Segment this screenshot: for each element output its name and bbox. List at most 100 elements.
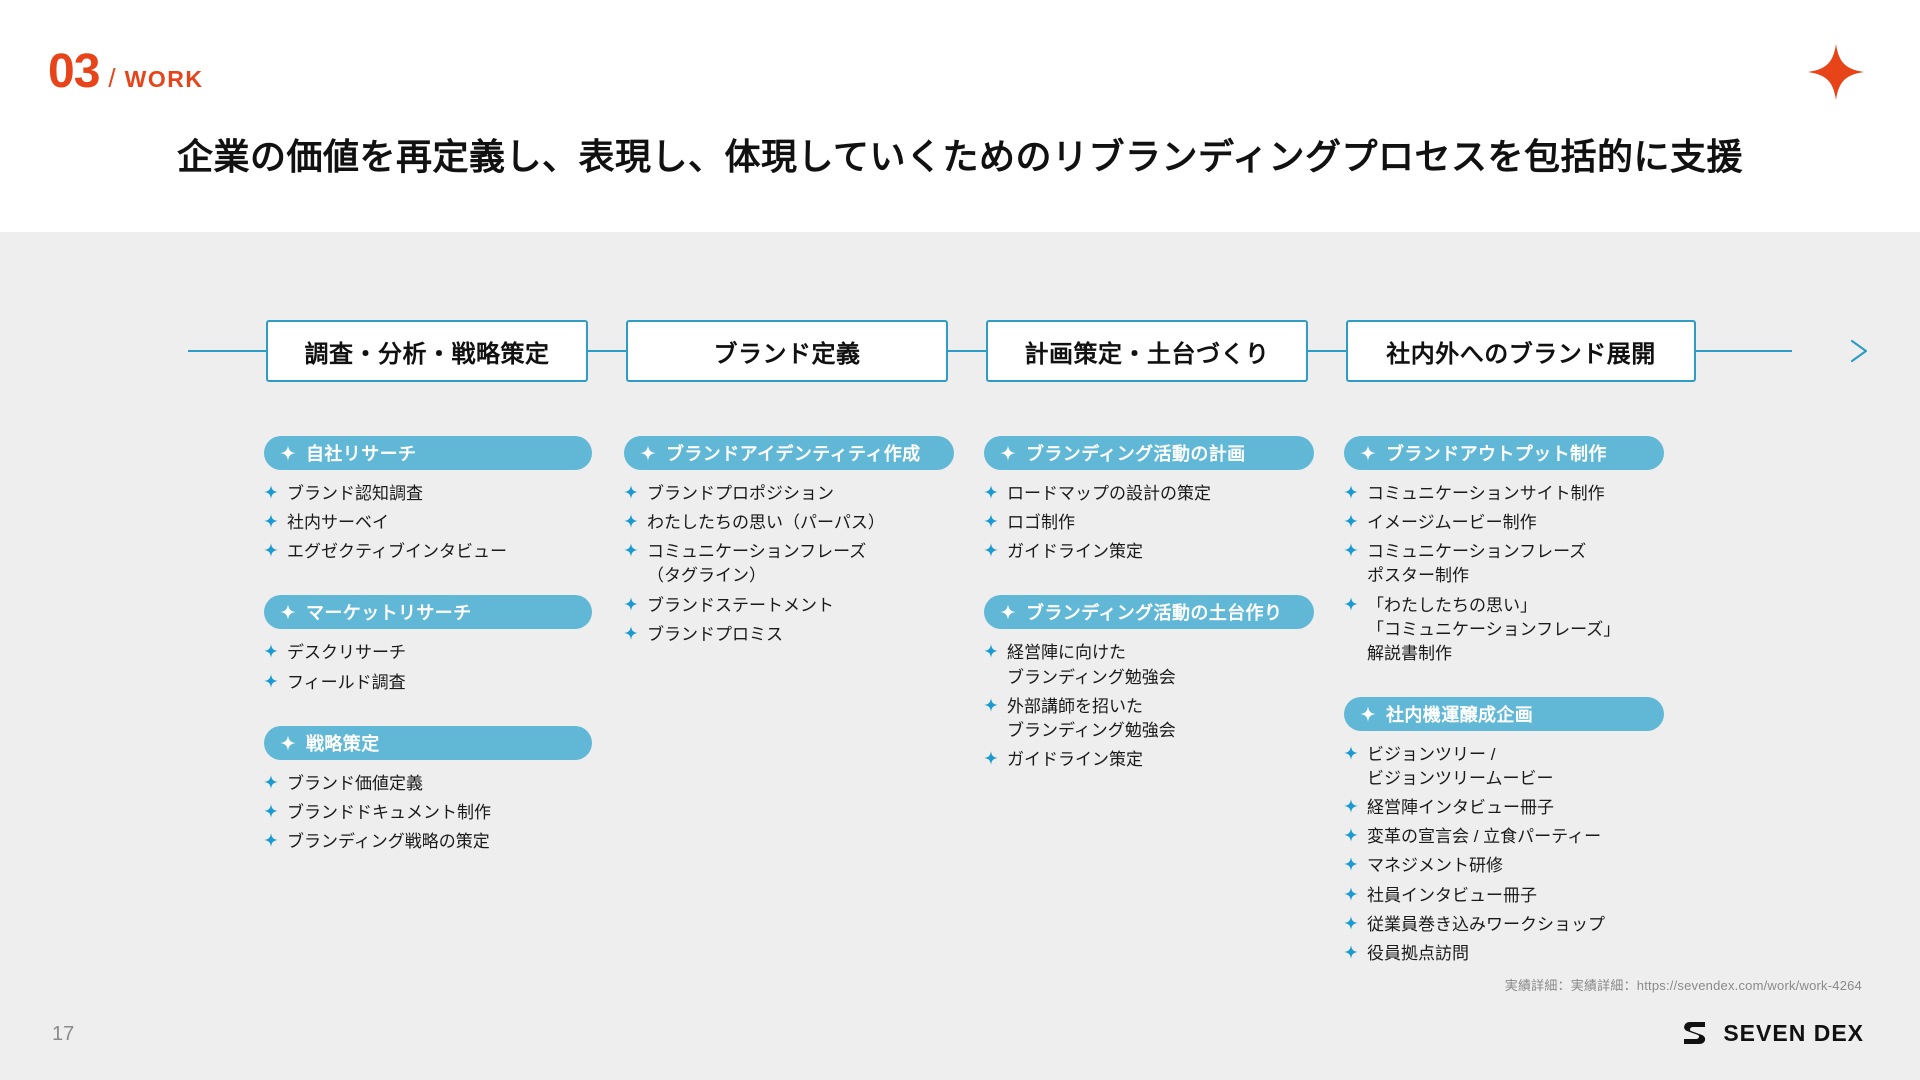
list-item[interactable]: わたしたちの思い（パーパス）	[624, 511, 954, 535]
list-item-label: ブランド価値定義	[287, 773, 423, 793]
list-item[interactable]: 経営陣インタビュー冊子	[1344, 796, 1664, 820]
sparkle-bullet-icon	[984, 697, 998, 712]
list-item[interactable]: フィールド調査	[264, 671, 592, 695]
group-header[interactable]: ブランディング活動の計画	[984, 436, 1314, 470]
group-header[interactable]: 自社リサーチ	[264, 436, 592, 470]
sparkle-bullet-icon	[1344, 485, 1358, 499]
list-item[interactable]: コミュニケーションサイト制作	[1344, 482, 1664, 506]
list-item[interactable]: 社内サーベイ	[264, 511, 592, 535]
process-flow: 調査・分析・戦略策定 ブランド定義 計画策定・土台づくり 社内外へのブランド展開	[0, 320, 1920, 382]
list-item-label: 社内サーベイ	[287, 513, 389, 533]
sparkle-bullet-icon	[624, 596, 638, 611]
list-item-label: エグゼクティブインタビュー	[287, 542, 507, 562]
list-item-label: わたしたちの思い（パーパス）	[647, 513, 885, 533]
sparkle-bullet-icon	[280, 445, 296, 461]
sparkle-bullet-icon	[1344, 915, 1358, 930]
group-header[interactable]: 戦略策定	[264, 725, 592, 760]
group-item-list: ブランドプロポジションわたしたちの思い（パーパス） コミュニケーションフレーズ （…	[624, 482, 954, 647]
sparkle-bullet-icon	[1344, 514, 1358, 528]
list-item[interactable]: ブランドステートメント	[624, 594, 954, 618]
list-item[interactable]: デスクリサーチ	[264, 641, 592, 665]
list-item[interactable]: 社員インタビュー冊子	[1344, 884, 1664, 908]
list-item-label: フィールド調査	[287, 672, 406, 692]
group-header[interactable]: ブランドアウトプット制作	[1344, 436, 1664, 470]
flow-connector-end	[1696, 350, 1792, 352]
reference-note: 実績詳細：実績詳細：https://sevendex.com/work/work…	[1504, 978, 1862, 993]
flow-arrow-icon	[1850, 339, 1868, 363]
group-spacer	[1344, 671, 1664, 697]
sparkle-bullet-icon	[640, 445, 656, 461]
list-item[interactable]: 変革の宣言会 / 立食パーティー	[1344, 825, 1664, 849]
group-item-list: ブランド価値定義ブランドドキュメント制作ブランディング戦略の策定	[264, 772, 592, 854]
list-item[interactable]: コミュニケーションフレーズ ポスター制作	[1344, 540, 1664, 588]
list-item[interactable]: ロゴ制作	[984, 511, 1314, 535]
group-header[interactable]: マーケットリサーチ	[264, 595, 592, 630]
column-brand-definition: ブランドアイデンティティ作成ブランドプロポジションわたしたちの思い（パーパス） コ…	[624, 436, 954, 652]
section-label: WORK	[124, 66, 204, 92]
list-item-label: コミュニケーションサイト制作	[1367, 484, 1605, 503]
list-item[interactable]: ブランド認知調査	[264, 482, 592, 506]
sparkle-bullet-icon	[280, 734, 296, 751]
list-item[interactable]: ガイドライン策定	[984, 540, 1314, 564]
group-spacer	[984, 569, 1314, 595]
list-item-label: 外部講師を招いた ブランディング勉強会	[1007, 696, 1176, 740]
list-item-label: 変革の宣言会 / 立食パーティー	[1367, 827, 1602, 847]
list-item[interactable]: コミュニケーションフレーズ （タグライン）	[624, 540, 954, 588]
group-spacer	[264, 569, 592, 595]
column-research-strategy: 自社リサーチブランド認知調査社内サーベイエグゼクティブインタビューマーケットリサ…	[264, 436, 592, 859]
flow-step-3[interactable]: 計画策定・土台づくり	[986, 320, 1308, 382]
sparkle-bullet-icon	[984, 514, 998, 528]
list-item-label: ブランド認知調査	[287, 484, 423, 503]
list-item-label: ロゴ制作	[1007, 513, 1075, 533]
list-item[interactable]: マネジメント研修	[1344, 854, 1664, 878]
group-item-list: コミュニケーションサイト制作イメージムービー制作コミュニケーションフレーズ ポス…	[1344, 482, 1664, 666]
list-item-label: ブランドプロポジション	[647, 484, 834, 503]
list-item[interactable]: ブランドプロミス	[624, 623, 954, 647]
flow-step-1[interactable]: 調査・分析・戦略策定	[266, 320, 588, 382]
list-item-label: マネジメント研修	[1367, 856, 1503, 876]
list-item[interactable]: 「わたしたちの思い」 「コミュニケーションフレーズ」 解説書制作	[1344, 594, 1664, 666]
group: ブランドアウトプット制作コミュニケーションサイト制作イメージムービー制作コミュニ…	[1344, 436, 1664, 666]
list-item[interactable]: ブランド価値定義	[264, 772, 592, 796]
brand-name: SEVEN DEX	[1723, 1019, 1864, 1046]
list-item-label: イメージムービー制作	[1367, 513, 1537, 533]
list-item-label: 従業員巻き込みワークショップ	[1367, 914, 1605, 934]
section-separator: /	[108, 63, 116, 93]
list-item[interactable]: ブランドプロポジション	[624, 482, 954, 506]
list-item-label: ビジョンツリー / ビジョンツリームービー	[1367, 744, 1554, 788]
list-item[interactable]: ロードマップの設計の策定	[984, 482, 1314, 506]
list-item[interactable]: ブランディング戦略の策定	[264, 830, 592, 854]
sparkle-bullet-icon	[624, 514, 638, 528]
flow-connector-2-3	[948, 350, 986, 352]
list-item[interactable]: ブランドドキュメント制作	[264, 801, 592, 825]
list-item[interactable]: イメージムービー制作	[1344, 511, 1664, 535]
page-number: 17	[52, 1023, 75, 1045]
flow-step-4[interactable]: 社内外へのブランド展開	[1346, 320, 1696, 382]
list-item-label: ブランドドキュメント制作	[287, 802, 491, 822]
sparkle-bullet-icon	[984, 485, 998, 499]
group-header-label: 戦略策定	[306, 733, 380, 754]
flow-step-2[interactable]: ブランド定義	[626, 320, 948, 382]
group-header[interactable]: ブランドアイデンティティ作成	[624, 436, 954, 470]
group: ブランディング活動の計画ロードマップの設計の策定ロゴ制作ガイドライン策定	[984, 436, 1314, 564]
list-item[interactable]: 経営陣に向けた ブランディング勉強会	[984, 641, 1314, 689]
group-header[interactable]: ブランディング活動の土台作り	[984, 595, 1314, 630]
sparkle-bullet-icon	[984, 644, 998, 659]
column-brand-deployment: ブランドアウトプット制作コミュニケーションサイト制作イメージムービー制作コミュニ…	[1344, 436, 1664, 971]
sparkle-bullet-icon	[1344, 857, 1358, 872]
group-header[interactable]: 社内機運醸成企画	[1344, 696, 1664, 731]
group-header-label: ブランドアイデンティティ作成	[666, 444, 921, 464]
list-item[interactable]: 役員拠点訪問	[1344, 942, 1664, 966]
list-item[interactable]: ガイドライン策定	[984, 748, 1314, 772]
list-item[interactable]: エグゼクティブインタビュー	[264, 540, 592, 564]
slide-header: 03 / WORK 企業の価値を再定義し、表現し、体現していくためのリブランディ…	[0, 0, 1920, 232]
group-header-label: 社内機運醸成企画	[1386, 704, 1534, 725]
list-item-label: ロードマップの設計の策定	[1007, 484, 1211, 503]
list-item[interactable]: 従業員巻き込みワークショップ	[1344, 913, 1664, 937]
column-planning-foundation: ブランディング活動の計画ロードマップの設計の策定ロゴ制作ガイドライン策定ブランデ…	[984, 436, 1314, 777]
sevendex-logo-icon	[1684, 1022, 1706, 1044]
list-item[interactable]: 外部講師を招いた ブランディング勉強会	[984, 695, 1314, 743]
sparkle-bullet-icon	[264, 485, 278, 499]
list-item[interactable]: ビジョンツリー / ビジョンツリームービー	[1344, 743, 1664, 791]
